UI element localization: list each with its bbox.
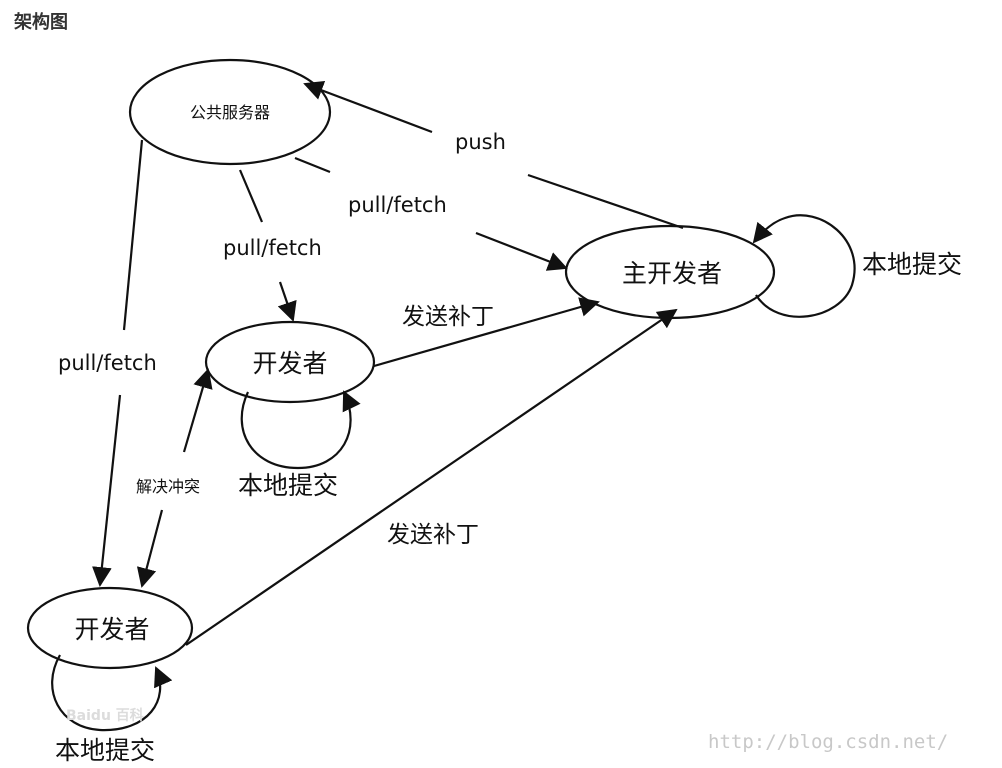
edge-pull-fetch-main-arrow [475, 231, 568, 271]
pull-fetch-dev1-label: pull/fetch [223, 236, 322, 260]
push-label: push [455, 130, 506, 154]
edge-send-patch-dev1 [373, 297, 600, 368]
public-server-node [128, 58, 332, 166]
developer-node-1 [204, 320, 376, 404]
local-commit-dev1-label: 本地提交 [238, 471, 338, 500]
edge-pull-fetch-dev2-arrow [92, 394, 122, 587]
send-patch-dev2-label: 发送补丁 [387, 522, 479, 548]
baidu-watermark: Baidu 百科 [66, 707, 144, 724]
loop-local-commit-dev1 [240, 390, 361, 470]
pull-fetch-main-label: pull/fetch [348, 193, 447, 217]
edge-push-arrow [303, 81, 433, 134]
page-title: 架构图 [14, 12, 68, 33]
edge-pull-fetch-dev1 [238, 169, 264, 223]
edge-pull-fetch-main [294, 156, 331, 174]
loop-local-commit-main [752, 214, 856, 318]
local-commit-dev2-label: 本地提交 [55, 736, 155, 765]
edge-push [527, 173, 684, 230]
edge-resolve-conflict-up [182, 368, 213, 453]
resolve-conflict-label: 解决冲突 [136, 477, 200, 496]
send-patch-dev1-label: 发送补丁 [402, 304, 494, 330]
developer-node-2 [26, 586, 194, 670]
loop-local-commit-dev2 [51, 654, 173, 732]
main-developer-label: 主开发者 [622, 259, 722, 288]
edge-pull-fetch-dev2 [122, 139, 144, 331]
edge-pull-fetch-dev1-arrow [277, 281, 297, 322]
developer-2-label: 开发者 [74, 615, 149, 644]
edge-send-patch-dev2 [185, 308, 678, 646]
local-commit-main-label: 本地提交 [862, 250, 962, 279]
pull-fetch-dev2-label: pull/fetch [58, 351, 157, 375]
public-server-label: 公共服务器 [190, 103, 270, 122]
developer-1-label: 开发者 [252, 349, 327, 378]
csdn-watermark: http://blog.csdn.net/ [708, 731, 948, 753]
edge-resolve-conflict-down [136, 509, 164, 588]
